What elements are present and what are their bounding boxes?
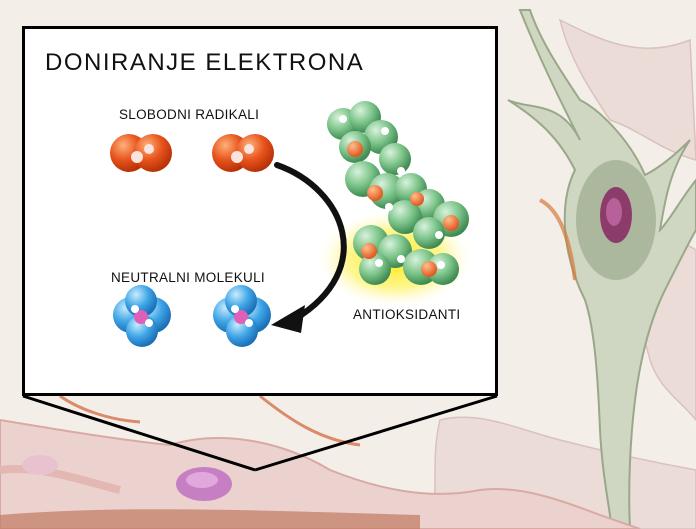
callout-box: DONIRANJE ELEKTRONA SLOBODNI RADIKALI NE…: [22, 26, 498, 396]
free-radical-molecule-icon: [212, 134, 274, 172]
neutral-molecule-icon: [113, 285, 171, 347]
molecule-illustration: [25, 29, 495, 393]
neutral-molecule-icon: [213, 285, 271, 347]
free-radical-molecule-icon: [110, 134, 172, 172]
